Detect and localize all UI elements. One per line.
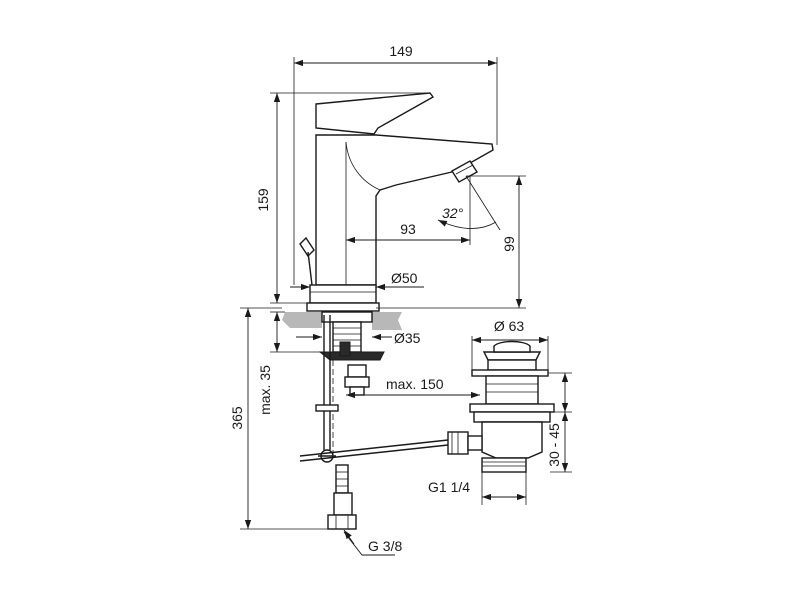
label-total-365: 365 <box>229 406 245 430</box>
dimension-labels: 149 159 93 99 32° Ø50 Ø35 max. 35 365 ma… <box>229 43 562 554</box>
label-waste-diameter: Ø 63 <box>494 318 525 334</box>
label-width-149: 149 <box>389 43 413 59</box>
fixing-assembly <box>299 311 449 463</box>
label-height-99: 99 <box>501 236 517 252</box>
label-base-diameter: Ø50 <box>391 270 418 286</box>
label-hole-diameter: Ø35 <box>394 330 421 346</box>
supply-hose-end <box>327 464 357 530</box>
label-reach-93: 93 <box>400 221 416 237</box>
label-max-rod: max. 150 <box>386 376 444 392</box>
popup-waste <box>447 340 555 473</box>
label-supply-thread: G 3/8 <box>368 538 402 554</box>
label-waste-range: 30 - 45 <box>546 423 562 467</box>
label-height-159: 159 <box>255 188 271 212</box>
label-angle-32: 32° <box>442 205 464 221</box>
faucet-body <box>299 92 494 312</box>
label-waste-thread: G1 1/4 <box>428 479 470 495</box>
label-max-thickness: max. 35 <box>257 365 273 415</box>
countertop-section <box>282 312 402 330</box>
dimension-lines <box>240 57 572 556</box>
